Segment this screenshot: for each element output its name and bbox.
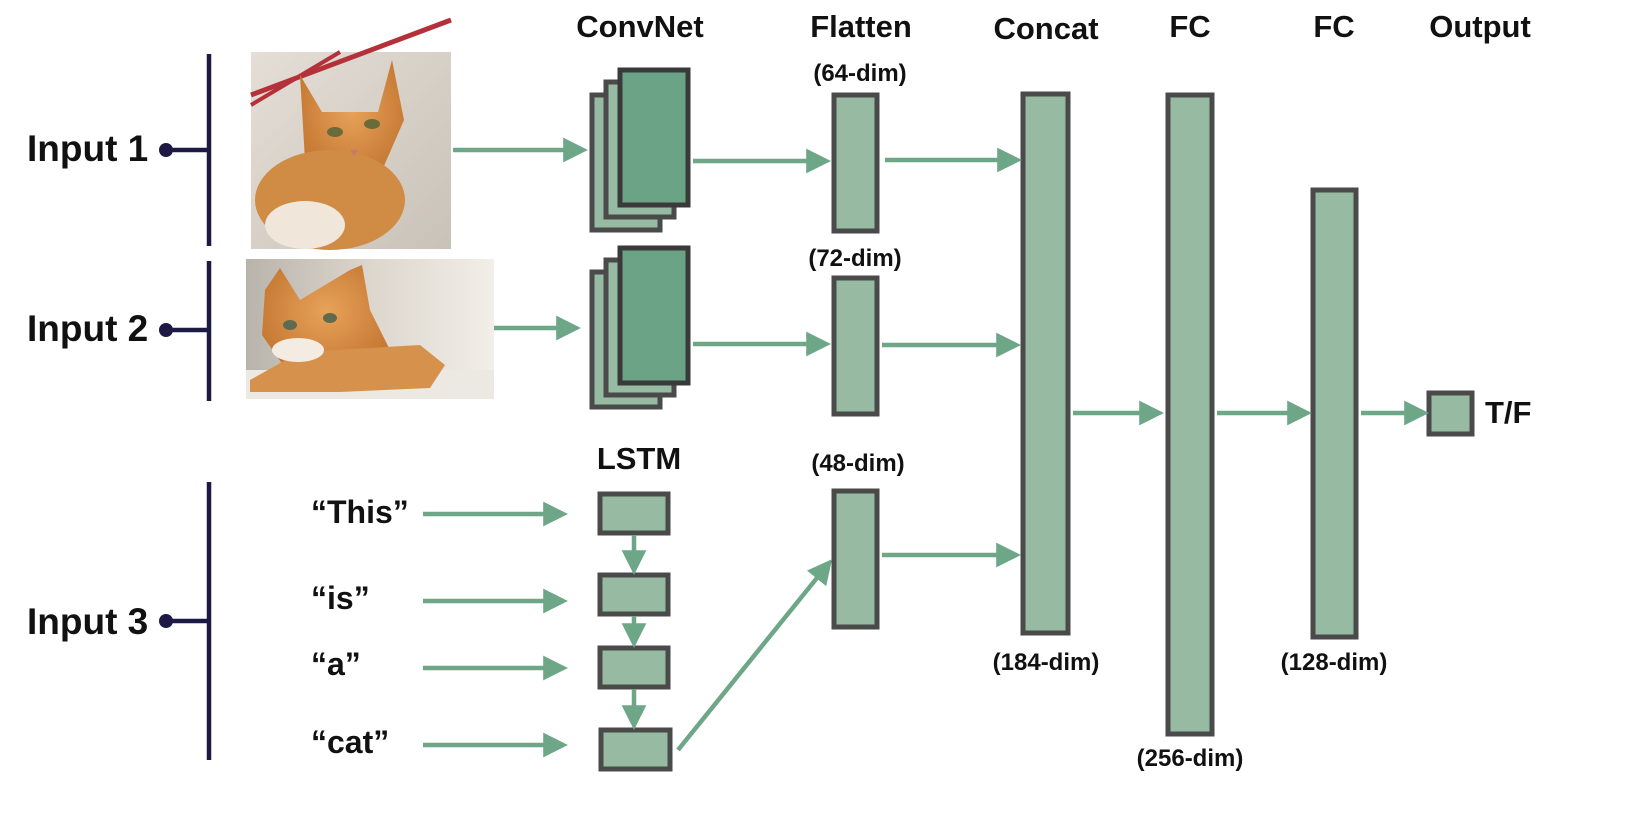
- fc2-dim: (128-dim): [1281, 649, 1388, 676]
- concat-dim: (184-dim): [993, 649, 1100, 676]
- lstm-cell-2: [597, 572, 671, 617]
- input2-label: Input 2: [27, 308, 148, 349]
- flatten3-dim: (48-dim): [811, 450, 904, 477]
- concat-layer: [1020, 91, 1071, 636]
- convnet-stack-1: [589, 67, 691, 233]
- output-node: [1426, 390, 1475, 437]
- input3-label: Input 3: [27, 601, 148, 642]
- lstm-cell-3: [597, 645, 671, 690]
- flatten1-dim: (64-dim): [813, 60, 906, 87]
- flatten-header: Flatten: [810, 9, 912, 44]
- input1-label: Input 1: [27, 128, 148, 169]
- lstm-cell-4: [598, 727, 673, 772]
- flatten-layer-3: [831, 488, 880, 630]
- fc2-header: FC: [1313, 9, 1354, 44]
- output-header: Output: [1429, 9, 1531, 44]
- concat-header: Concat: [993, 11, 1098, 46]
- convnet-header: ConvNet: [576, 9, 703, 44]
- word-3: “a”: [311, 646, 361, 682]
- cat-photo-1: [249, 20, 451, 250]
- lstm-header: LSTM: [597, 441, 681, 476]
- word-1: “This”: [311, 494, 409, 530]
- word-4: “cat”: [311, 724, 389, 760]
- cat-photo-2: [246, 259, 494, 399]
- output-label: T/F: [1485, 395, 1532, 430]
- lstm-cell-1: [597, 491, 671, 536]
- fc1-header: FC: [1169, 9, 1210, 44]
- flatten2-dim: (72-dim): [808, 245, 901, 272]
- flatten-layer-1: [831, 92, 880, 234]
- fc1-layer: [1165, 92, 1215, 737]
- fc1-dim: (256-dim): [1137, 745, 1244, 772]
- flatten-layer-2: [831, 275, 880, 417]
- word-2: “is”: [311, 580, 370, 616]
- arrows: [423, 137, 1429, 758]
- convnet-stack-2: [589, 245, 691, 410]
- fc2-layer: [1310, 187, 1359, 640]
